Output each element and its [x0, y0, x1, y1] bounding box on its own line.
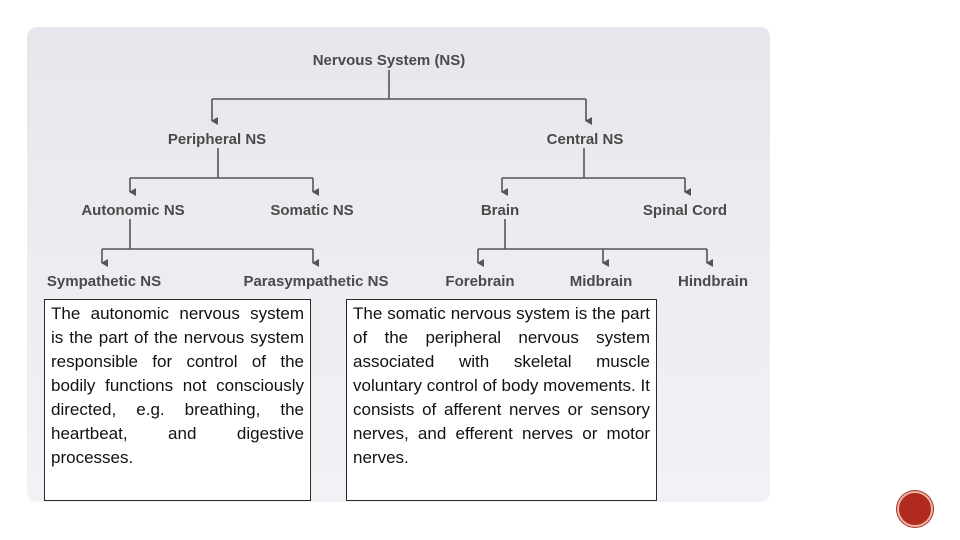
node-central-ns: Central NS: [547, 131, 624, 148]
node-brain: Brain: [481, 202, 519, 219]
node-spinal-cord: Spinal Cord: [643, 202, 727, 219]
node-midbrain: Midbrain: [570, 273, 633, 290]
node-hindbrain: Hindbrain: [678, 273, 748, 290]
connector-lines: [101, 70, 713, 267]
somatic-description-box: The somatic nervous system is the part o…: [346, 299, 657, 501]
slide-badge-icon: [897, 491, 933, 527]
node-somatic-ns: Somatic NS: [270, 202, 353, 219]
autonomic-description-box: The autonomic nervous system is the part…: [44, 299, 311, 501]
node-nervous-system: Nervous System (NS): [313, 52, 466, 69]
node-peripheral-ns: Peripheral NS: [168, 131, 266, 148]
node-forebrain: Forebrain: [445, 273, 514, 290]
node-autonomic-ns: Autonomic NS: [81, 202, 184, 219]
node-parasympathetic-ns: Parasympathetic NS: [243, 273, 388, 290]
node-sympathetic-ns: Sympathetic NS: [47, 273, 161, 290]
